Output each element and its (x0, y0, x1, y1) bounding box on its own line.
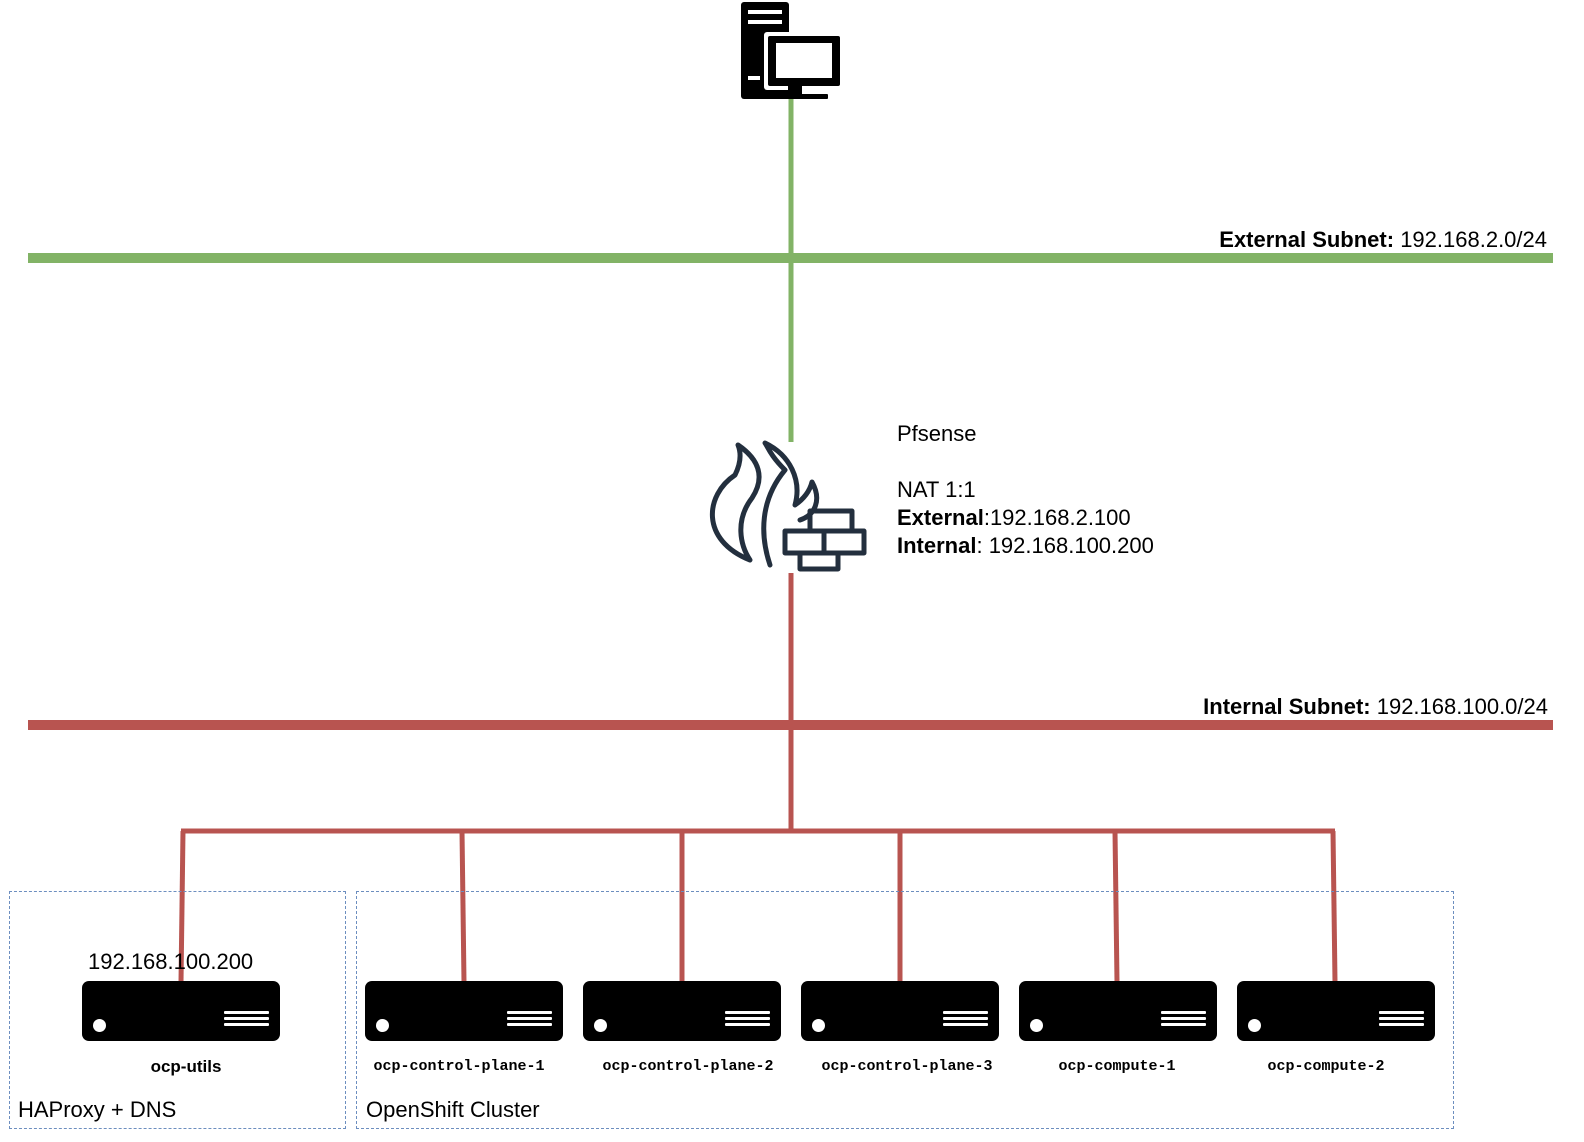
vent-lines (725, 1011, 770, 1029)
power-led (376, 1019, 389, 1032)
server-icon (82, 981, 280, 1041)
server-name-ocp-control-plane-2: ocp-control-plane-2 (602, 1058, 774, 1075)
server-name-ocp-control-plane-3: ocp-control-plane-3 (821, 1058, 993, 1075)
power-led (812, 1019, 825, 1032)
internal-subnet-title: Internal Subnet: (1203, 694, 1371, 719)
openshift-cluster-group-label: OpenShift Cluster (366, 1097, 540, 1122)
openshift-cluster-group (356, 891, 1454, 1129)
server-icon (583, 981, 781, 1041)
utils-group (9, 891, 346, 1129)
ocp-utils-ip: 192.168.100.200 (88, 949, 254, 974)
external-subnet-cidr: 192.168.2.0/24 (1394, 227, 1547, 252)
drop-ocp-compute-2 (1330, 830, 1338, 983)
firewall-info: Pfsense NAT 1:1 External:192.168.2.100 I… (897, 420, 1154, 560)
firewall-icon (710, 440, 867, 572)
server-icon (365, 981, 563, 1041)
drop-ocp-control-plane-1 (459, 830, 467, 983)
internal-subnet-cidr: 192.168.100.0/24 (1370, 694, 1548, 719)
vent-lines (943, 1011, 988, 1029)
server-name-ocp-utils: ocp-utils (150, 1057, 222, 1076)
nat-external: External:192.168.2.100 (897, 504, 1154, 532)
power-led (594, 1019, 607, 1032)
nat-external-ip: :192.168.2.100 (983, 505, 1131, 530)
utils-group-label: HAProxy + DNS (18, 1097, 177, 1122)
server-icon (801, 981, 999, 1041)
server-name-ocp-compute-2: ocp-compute-2 (1267, 1058, 1385, 1075)
server-icon (1237, 981, 1435, 1041)
external-subnet-label: External Subnet: 192.168.2.0/24 (1219, 229, 1547, 251)
internal-subnet-label: Internal Subnet: 192.168.100.0/24 (1203, 696, 1548, 718)
server-name-ocp-compute-1: ocp-compute-1 (1058, 1058, 1176, 1075)
workstation-icon (741, 2, 842, 99)
external-subnet-title: External Subnet: (1219, 227, 1395, 252)
nat-spacer (897, 448, 1154, 476)
drop-ocp-compute-1 (1112, 830, 1120, 983)
nat-internal-ip: : 192.168.100.200 (976, 533, 1154, 558)
nat-title: NAT 1:1 (897, 477, 976, 502)
drop-ocp-utils (178, 830, 186, 983)
server-icon (1019, 981, 1217, 1041)
power-led (1248, 1019, 1261, 1032)
power-led (1030, 1019, 1043, 1032)
power-led (93, 1019, 106, 1032)
vent-lines (507, 1011, 552, 1029)
firewall-name: Pfsense (897, 421, 977, 446)
vent-lines (1161, 1011, 1206, 1029)
nat-internal-label: Internal (897, 533, 977, 558)
vent-lines (1379, 1011, 1424, 1029)
vent-lines (224, 1011, 269, 1029)
server-name-ocp-control-plane-1: ocp-control-plane-1 (373, 1058, 545, 1075)
nat-internal: Internal: 192.168.100.200 (897, 532, 1154, 560)
nat-external-label: External (897, 505, 984, 530)
